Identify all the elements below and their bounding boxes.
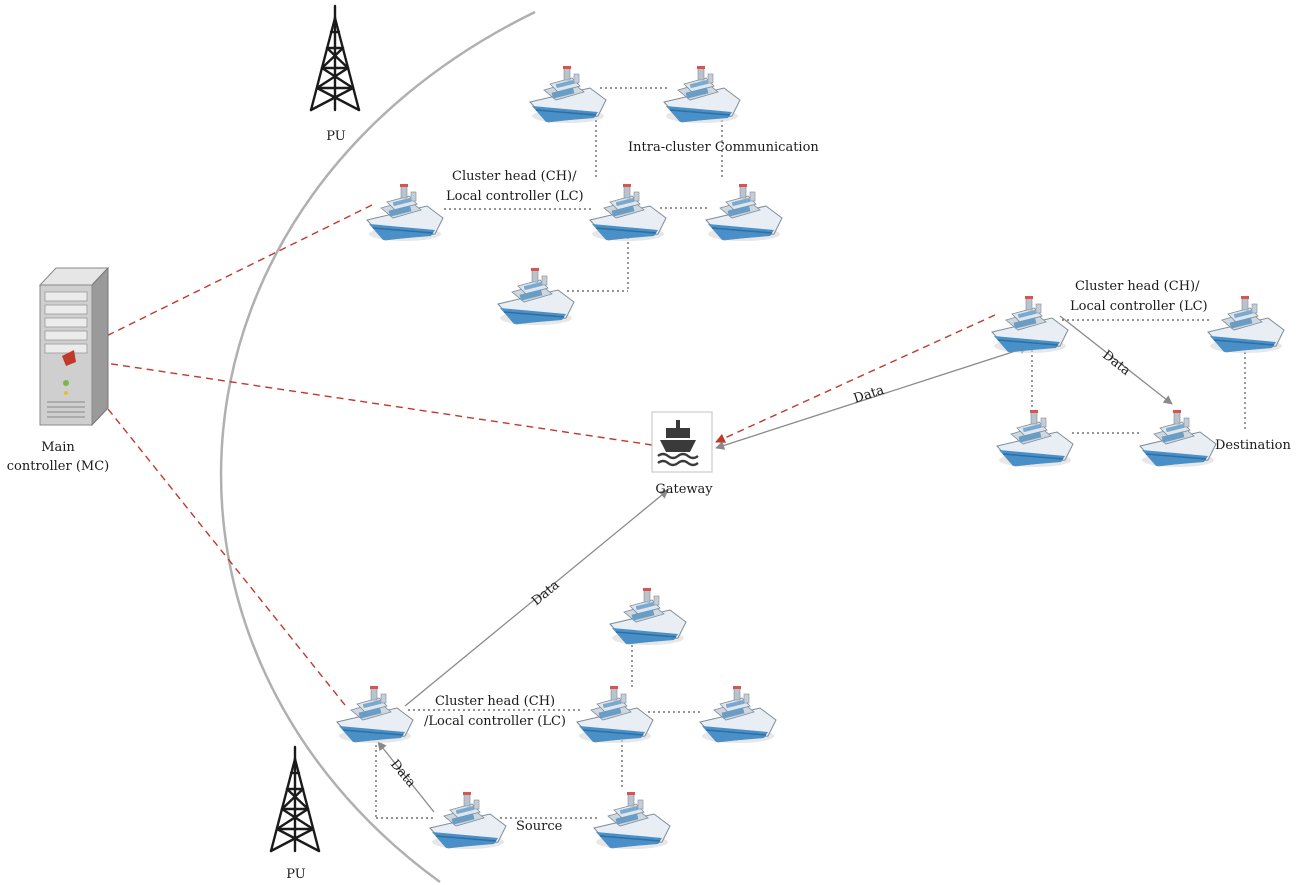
data-link-gateway-bottom [404,489,669,707]
radio-tower-icon [269,745,321,853]
data-link-source [377,741,435,813]
data-label-source: Data [387,757,419,791]
pu-bottom-label: PU [286,867,306,882]
ship-icon [589,183,667,242]
ch-right-label-line2: Local controller (LC) [1070,299,1208,314]
ch-right-label-line1: Cluster head (CH)/ [1075,279,1200,294]
destination-ship-icon [1139,409,1217,468]
data-links [377,315,1173,813]
data-link-right-cluster [1059,315,1173,405]
ship-icon [699,685,777,744]
ship-icon [497,267,575,326]
source-ship-icon [429,791,507,850]
ch-top-label-line2: Local controller (LC) [446,189,584,204]
ship-icon [705,183,783,242]
control-link-bottom-ch [71,363,346,706]
gateway-label: Gateway [655,482,713,497]
cluster-head-ship-icon [366,183,444,242]
ship-icon [996,409,1074,468]
server-icon [38,266,110,427]
data-label-gateway-right: Data [852,383,886,407]
control-link-gateway [71,354,653,446]
main-controller-label-line1: Main [41,440,75,455]
main-controller-label-line2: controller (MC) [7,459,110,474]
control-link-right-ch [715,314,996,443]
data-link-gateway-right [715,345,1029,450]
coverage-boundary-arc [219,10,536,884]
data-label-gateway-bottom: Data [529,577,563,609]
intra-cluster-links [375,87,1246,819]
ship-icon [576,685,654,744]
ship-icon [593,791,671,850]
radio-tower-icon [309,4,361,112]
source-label: Source [516,819,563,834]
control-link-top-ch [71,204,373,354]
ship-icon [529,65,607,124]
gateway-ship-icon [651,411,713,473]
intra-cluster-label: Intra-cluster Communication [628,140,819,155]
ship-icon [609,587,687,646]
cluster-head-ship-icon [336,685,414,744]
destination-label: Destination [1215,438,1292,453]
ship-icon [663,65,741,124]
data-label-right-cluster: Data [1099,348,1133,379]
ch-bottom-label-line2: /Local controller (LC) [424,714,566,729]
cluster-head-ship-icon [991,295,1069,354]
pu-top-label: PU [326,129,346,144]
ch-bottom-label-line1: Cluster head (CH) [435,694,555,709]
ch-top-label-line1: Cluster head (CH)/ [452,169,577,184]
ship-icon [1207,295,1285,354]
